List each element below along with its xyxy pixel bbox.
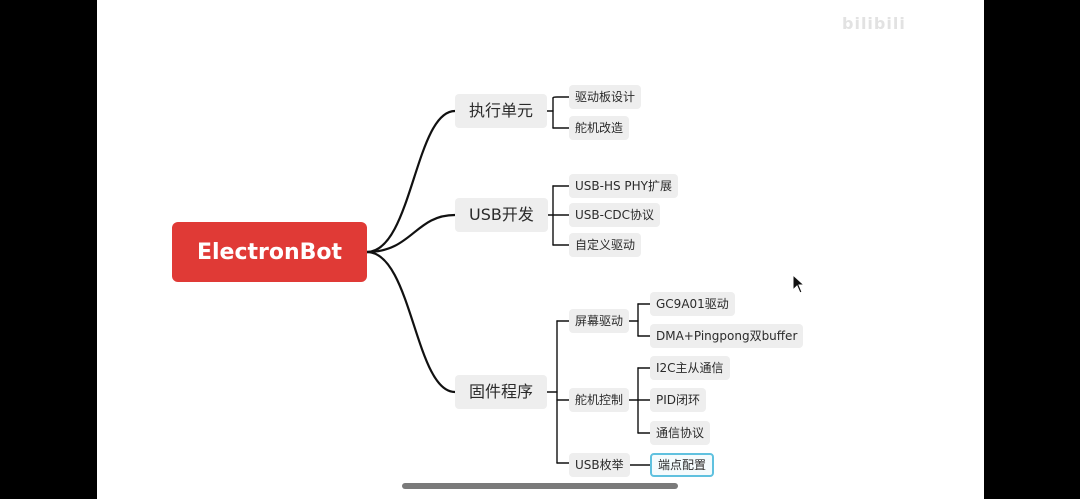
mindmap-canvas: bilibili: [97, 0, 984, 499]
node-gc9a01-driver[interactable]: GC9A01驱动: [650, 292, 735, 316]
node-screen-driver[interactable]: 屏幕驱动: [569, 309, 630, 333]
node-servo-control[interactable]: 舵机控制: [569, 388, 630, 412]
horizontal-scrollbar[interactable]: [402, 483, 678, 489]
node-endpoint-config[interactable]: 端点配置: [650, 453, 715, 477]
watermark-logo: bilibili: [842, 14, 906, 33]
node-servo-modification[interactable]: 舵机改造: [569, 116, 630, 140]
node-driver-board-design[interactable]: 驱动板设计: [569, 85, 642, 109]
branch-execution-unit[interactable]: 执行单元: [455, 94, 548, 128]
node-pid-loop[interactable]: PID闭环: [650, 388, 707, 412]
node-usb-cdc[interactable]: USB-CDC协议: [569, 203, 660, 227]
branch-firmware[interactable]: 固件程序: [455, 375, 548, 409]
node-custom-driver[interactable]: 自定义驱动: [569, 233, 642, 257]
root-node[interactable]: ElectronBot: [172, 222, 367, 282]
node-dma-pingpong[interactable]: DMA+Pingpong双buffer: [650, 324, 804, 348]
node-i2c-comm[interactable]: I2C主从通信: [650, 356, 730, 380]
node-comm-protocol[interactable]: 通信协议: [650, 421, 711, 445]
node-usb-hs-phy[interactable]: USB-HS PHY扩展: [569, 174, 679, 198]
branch-usb-development[interactable]: USB开发: [455, 198, 548, 232]
mouse-cursor-icon: [792, 274, 806, 294]
node-usb-enumeration[interactable]: USB枚举: [569, 453, 630, 477]
